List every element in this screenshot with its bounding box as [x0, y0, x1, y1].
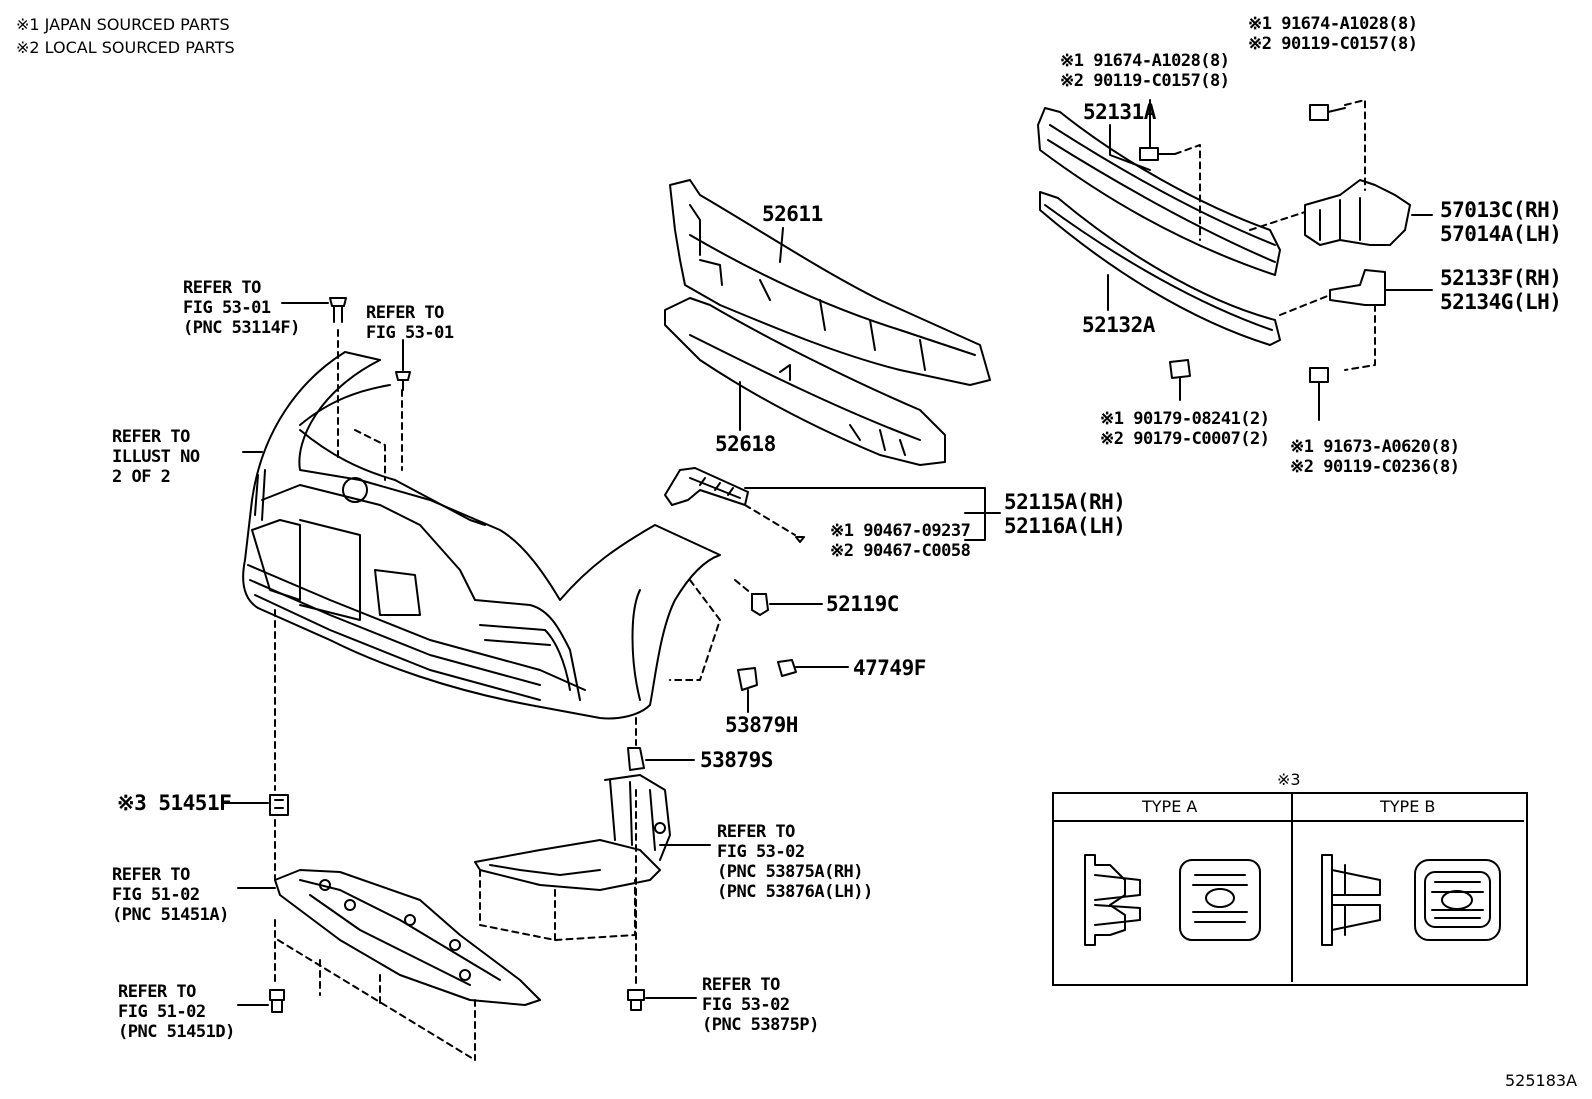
fastener-line: ※1 90179-08241(2)	[1100, 409, 1270, 429]
part-52132a: 52132A	[1082, 313, 1155, 337]
absorber-52618	[664, 297, 946, 466]
bumper-cover	[242, 351, 721, 720]
type-table-header-line	[1052, 820, 1524, 822]
bolt-53875p	[627, 989, 697, 1011]
bolt-lower	[1309, 367, 1329, 421]
leader-52131a	[1109, 124, 1151, 171]
type-a-clip-top	[1179, 859, 1261, 941]
fastener-line: ※2 90467-C0058	[830, 541, 971, 561]
part-52611: 52611	[762, 202, 823, 226]
fastener-bolt-lower: ※1 91673-A0620(8) ※2 90119-C0236(8)	[1290, 437, 1460, 477]
refer-line: REFER TO	[717, 822, 795, 842]
refer-fig5301: REFER TO FIG 53-01	[366, 303, 454, 343]
refer-line: FIG 53-02	[702, 995, 790, 1015]
part-47749f: 47749F	[853, 656, 926, 680]
engine-under-cover	[237, 869, 541, 1006]
note-japan-sourced: ※1 JAPAN SOURCED PARTS	[16, 15, 230, 34]
part-52133f: 52133F(RH)	[1440, 266, 1562, 290]
fastener-bolt-top-mid: ※1 91674-A1028(8) ※2 90119-C0157(8)	[1060, 51, 1230, 91]
part-53879s: 53879S	[700, 748, 773, 772]
crash-box-52133f	[1279, 269, 1433, 316]
refer-line: 2 OF 2	[112, 467, 171, 487]
reinforcement-52132a	[1039, 191, 1281, 346]
fastener-nut: ※1 90179-08241(2) ※2 90179-C0007(2)	[1100, 409, 1270, 449]
refer-illust: REFER TO ILLUST NO 2 OF 2	[112, 427, 200, 487]
fastener-line: ※2 90179-C0007(2)	[1100, 429, 1270, 449]
fastener-line: ※1 90467-09237	[830, 521, 971, 541]
type-b-header: TYPE B	[1380, 797, 1436, 816]
nut-47749f	[777, 659, 849, 677]
refer-fig5302-pnc53875p: REFER TO FIG 53-02 (PNC 53875P)	[702, 975, 819, 1035]
part-52115a: 52115A(RH)	[1004, 490, 1126, 514]
fastener-line: ※1 91674-A1028(8)	[1248, 14, 1418, 34]
refer-fig5302-pnc53875a: REFER TO FIG 53-02 (PNC 53875A(RH) (PNC …	[717, 822, 873, 902]
refer-line: FIG 53-02	[717, 842, 805, 862]
refer-line: REFER TO	[112, 865, 190, 885]
bolt-top-right	[1309, 99, 1366, 191]
refer-line: (PNC 53875P)	[702, 1015, 819, 1035]
part-51451f: ※3 51451F	[117, 791, 232, 815]
retainer-53879h	[737, 667, 758, 713]
refer-line: (PNC 53875A(RH)	[717, 862, 864, 882]
absorber-52611	[669, 179, 991, 386]
note-local-sourced: ※2 LOCAL SOURCED PARTS	[16, 38, 235, 57]
clip-51451f	[221, 794, 289, 816]
part-52131a: 52131A	[1083, 100, 1156, 124]
fastener-line: ※1 91674-A1028(8)	[1060, 51, 1230, 71]
nut-90179	[1169, 359, 1191, 401]
refer-fig5102-pnc51451d: REFER TO FIG 51-02 (PNC 51451D)	[118, 982, 235, 1042]
refer-line: (PNC 53876A(LH))	[717, 882, 873, 902]
part-52134g: 52134G(LH)	[1440, 290, 1562, 314]
part-57014a: 57014A(LH)	[1440, 222, 1562, 246]
illustration-id: 525183A	[1505, 1071, 1578, 1090]
refer-line: FIG 53-01	[183, 298, 271, 318]
part-57013c: 57013C(RH)	[1440, 198, 1562, 222]
part-53879h: 53879H	[725, 713, 798, 737]
refer-line: REFER TO	[118, 982, 196, 1002]
fastener-line: ※2 90119-C0157(8)	[1248, 34, 1418, 54]
fastener-bolt-top-right: ※1 91674-A1028(8) ※2 90119-C0157(8)	[1248, 14, 1418, 54]
refer-fig5102-pnc51451a: REFER TO FIG 51-02 (PNC 51451A)	[112, 865, 229, 925]
refer-line: REFER TO	[183, 278, 261, 298]
refer-line: ILLUST NO	[112, 447, 200, 467]
type-table-divider	[1291, 792, 1293, 982]
fastener-line: ※2 90119-C0157(8)	[1060, 71, 1230, 91]
part-52116a: 52116A(LH)	[1004, 514, 1126, 538]
fastener-line: ※1 91673-A0620(8)	[1290, 437, 1460, 457]
type-table	[1052, 792, 1528, 986]
fastener-line: ※2 90119-C0236(8)	[1290, 457, 1460, 477]
refer-line: (PNC 51451D)	[118, 1022, 235, 1042]
type-a-header: TYPE A	[1142, 797, 1198, 816]
fastener-screw: ※1 90467-09237 ※2 90467-C0058	[830, 521, 971, 561]
bolt-51451d	[237, 919, 285, 1013]
refer-line: FIG 53-01	[366, 323, 454, 343]
type-a-clip-side	[1084, 854, 1141, 946]
bolt-top-mid	[1139, 99, 1201, 241]
refer-line: (PNC 51451A)	[112, 905, 229, 925]
bracket-52115a	[664, 467, 1001, 543]
refer-line: REFER TO	[366, 303, 444, 323]
refer-line: (PNC 53114F)	[183, 318, 300, 338]
screw-fig5301	[395, 339, 411, 391]
clip-53879s	[627, 717, 695, 771]
reinforcement-52131a	[1037, 107, 1281, 276]
bracket-57013c	[1249, 179, 1433, 246]
type-b-clip-top	[1414, 859, 1501, 941]
refer-line: FIG 51-02	[112, 885, 200, 905]
clip-52119c	[734, 579, 823, 616]
part-52119c: 52119C	[826, 592, 899, 616]
type-b-clip-side	[1321, 854, 1381, 946]
refer-line: REFER TO	[702, 975, 780, 995]
refer-line: FIG 51-02	[118, 1002, 206, 1022]
refer-fig5301-pnc53114f: REFER TO FIG 53-01 (PNC 53114F)	[183, 278, 300, 338]
type-table-marker: ※3	[1277, 770, 1301, 789]
clip-53114f	[281, 297, 347, 323]
part-52618: 52618	[715, 432, 776, 456]
leader-52611	[779, 227, 784, 263]
refer-line: REFER TO	[112, 427, 190, 447]
side-under-cover	[474, 774, 711, 891]
